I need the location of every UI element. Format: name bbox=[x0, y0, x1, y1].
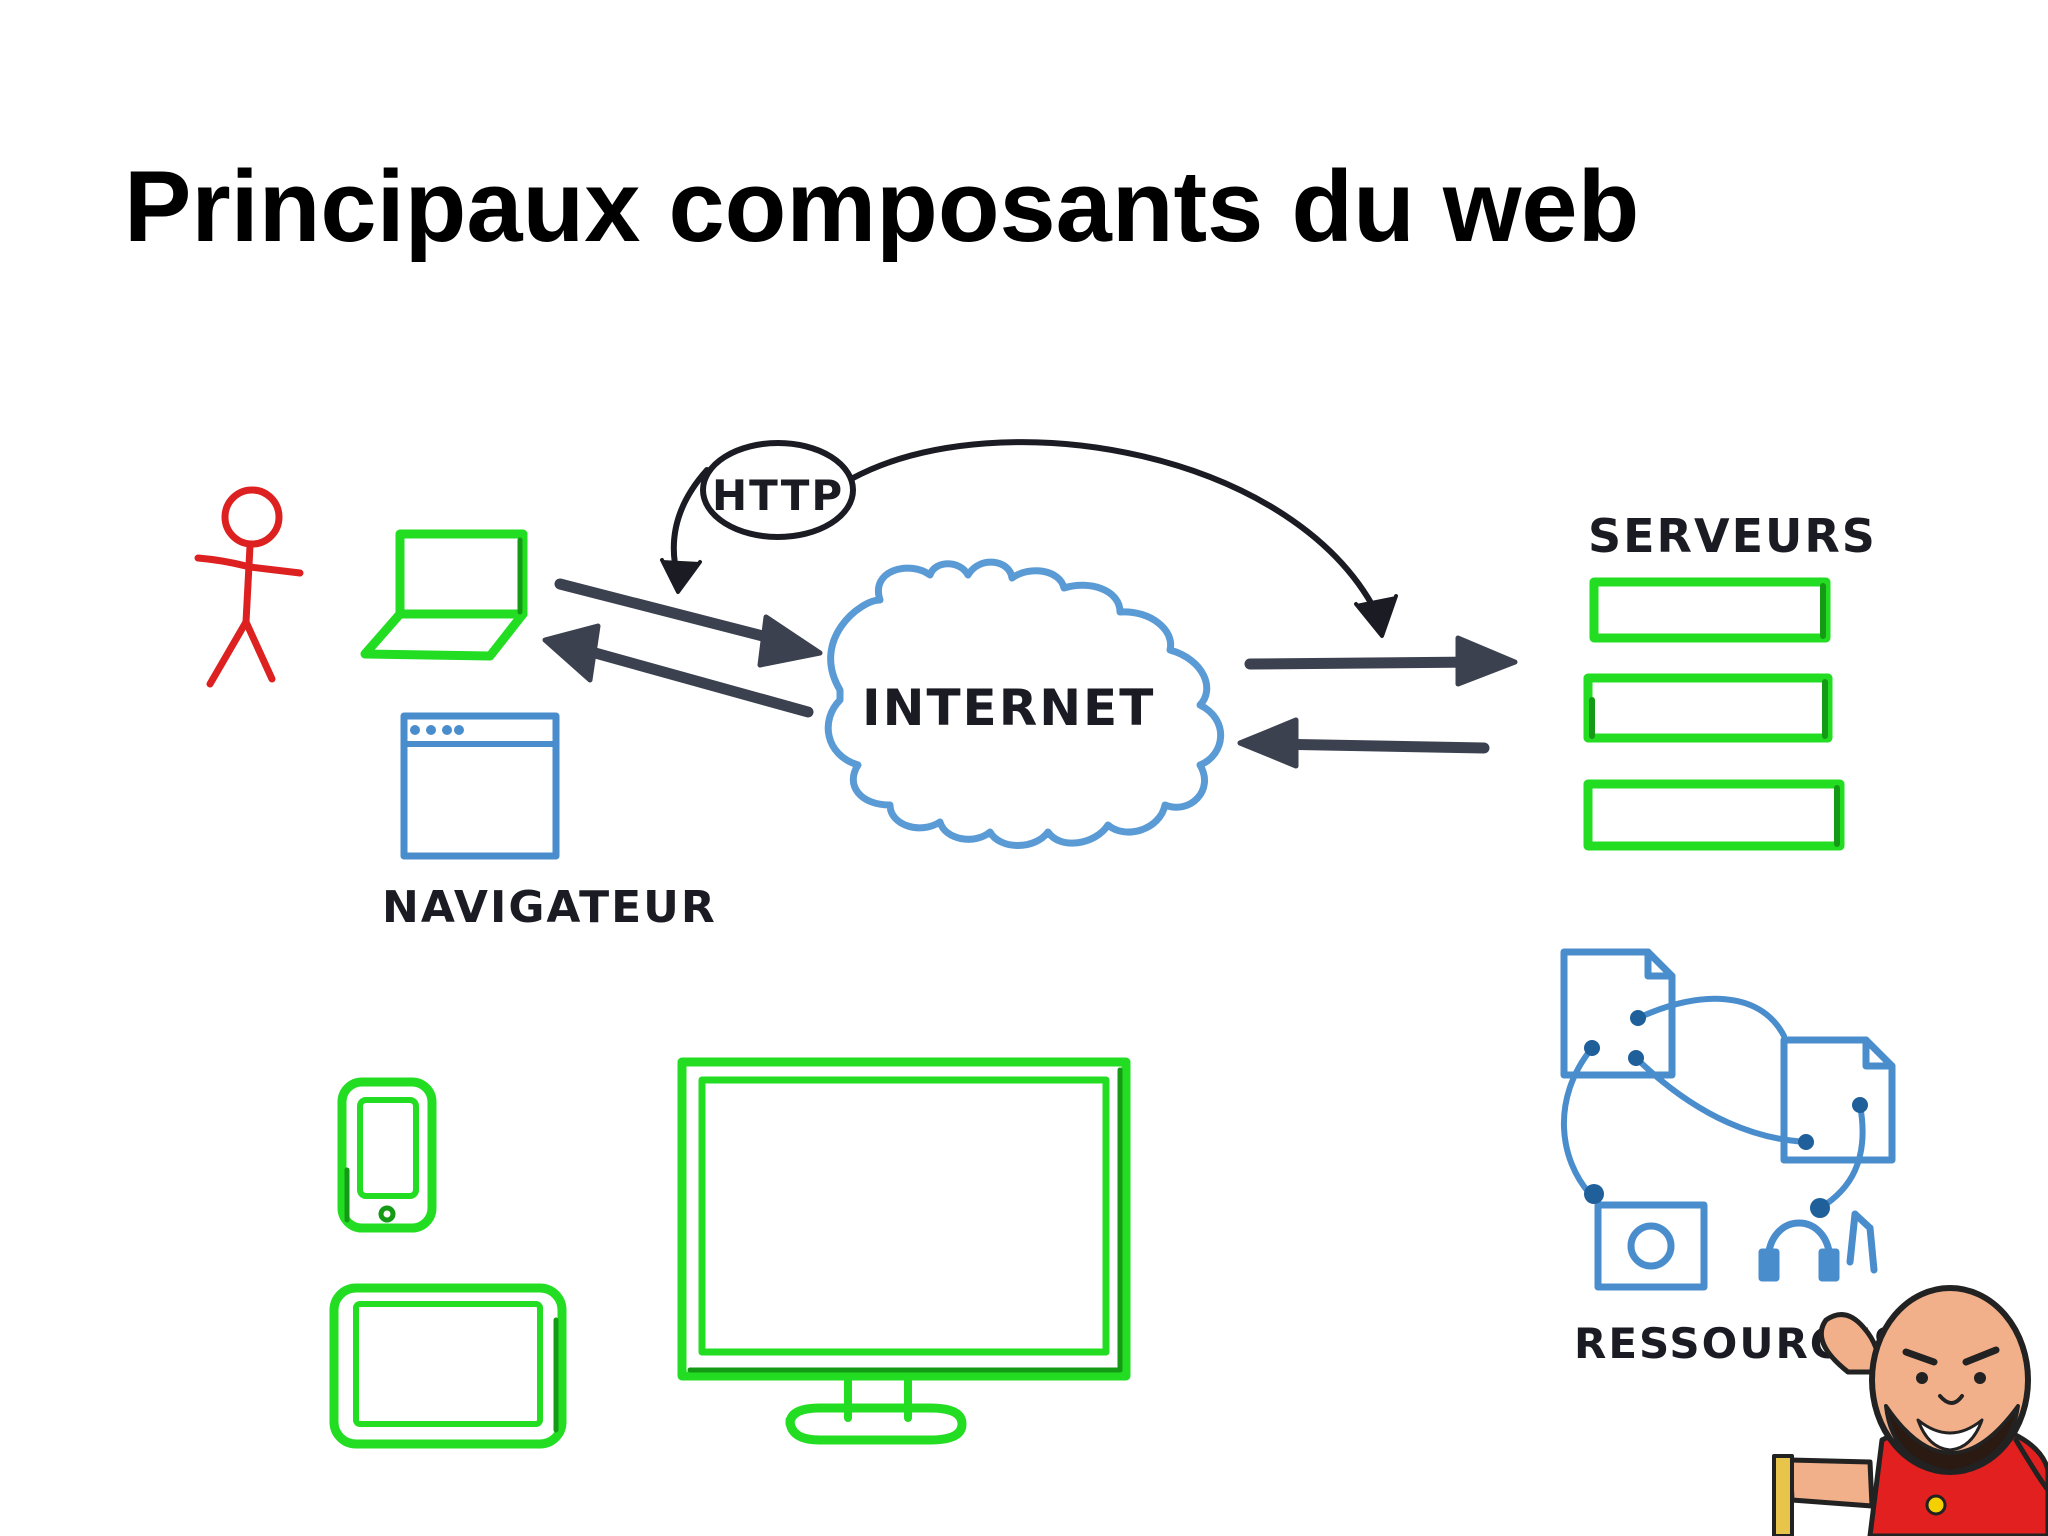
audio-file-icon bbox=[1758, 1210, 1878, 1282]
image-file-icon bbox=[1594, 1201, 1708, 1291]
resources-group bbox=[1560, 948, 1896, 1291]
http-bubble bbox=[660, 439, 1398, 638]
laptop-icon bbox=[360, 529, 528, 661]
monitor-icon bbox=[677, 1057, 1131, 1445]
smartphone-icon bbox=[337, 1077, 437, 1233]
cloud-icon bbox=[824, 558, 1225, 849]
slide-title: Principaux composants du web bbox=[124, 151, 1640, 263]
server-icon bbox=[1583, 673, 1833, 743]
document-icon bbox=[1560, 948, 1676, 1079]
servers-label: SERVEURS bbox=[1588, 509, 1877, 563]
browser-window-icon bbox=[400, 712, 560, 860]
mascot-icon bbox=[1772, 1285, 2048, 1536]
internet-to-browser-arrow bbox=[542, 623, 814, 718]
http-label: HTTP bbox=[712, 471, 844, 520]
tablet-icon bbox=[329, 1283, 567, 1449]
server-icon bbox=[1589, 577, 1831, 643]
browser-label: NAVIGATEUR bbox=[382, 882, 717, 933]
user-stick-figure-icon bbox=[194, 486, 304, 688]
browser-to-internet-arrow bbox=[554, 578, 823, 668]
resource-links bbox=[1561, 995, 1866, 1211]
server-icon bbox=[1583, 779, 1845, 851]
internet-to-servers-arrow bbox=[1244, 635, 1518, 687]
servers-to-internet-arrow bbox=[1237, 717, 1490, 769]
internet-label: INTERNET bbox=[862, 679, 1155, 737]
